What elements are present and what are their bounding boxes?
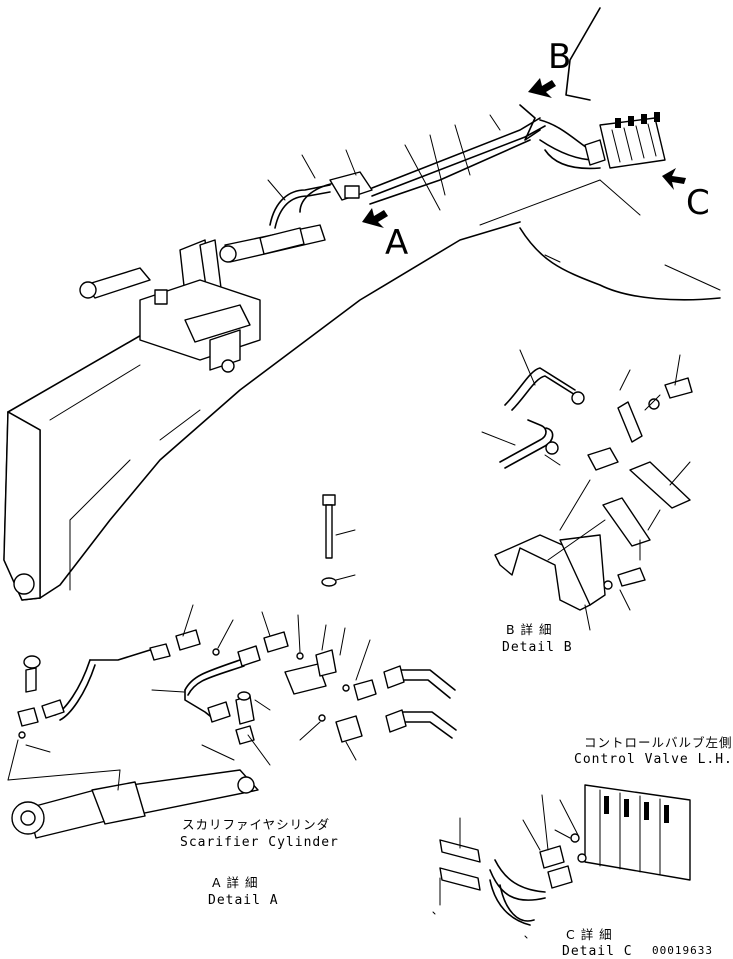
drawing-number: 00019633	[652, 944, 713, 957]
detail-c-title-jp: C 詳 細	[566, 927, 613, 942]
view-marker-b: B	[548, 37, 572, 77]
detail-a-title-jp: A 詳 細	[212, 875, 259, 890]
scarifier-cylinder-label-en: Scarifier Cylinder	[180, 835, 339, 850]
scarifier-cylinder-label-jp: スカリファイヤシリンダ	[182, 817, 331, 832]
view-arrows	[362, 78, 686, 228]
scarifier-linkage	[79, 224, 326, 373]
detail-b	[481, 349, 693, 631]
control-valve-label-en: Control Valve L.H.	[574, 752, 733, 767]
view-marker-c: C	[686, 183, 710, 223]
detail-b-title-jp: B 詳 細	[506, 622, 553, 637]
detail-c	[432, 784, 691, 939]
leader-lines-main	[267, 114, 501, 211]
control-valve-main	[599, 112, 666, 169]
detail-b-title-en: Detail B	[502, 640, 573, 655]
control-valve-label-jp: コントロールバルブ左側	[584, 735, 733, 750]
view-marker-a: A	[385, 223, 409, 263]
hydraulic-lines-main	[269, 104, 606, 229]
detail-a	[7, 494, 457, 839]
detail-c-title-en: Detail C	[562, 944, 633, 959]
detail-a-title-en: Detail A	[208, 893, 279, 908]
